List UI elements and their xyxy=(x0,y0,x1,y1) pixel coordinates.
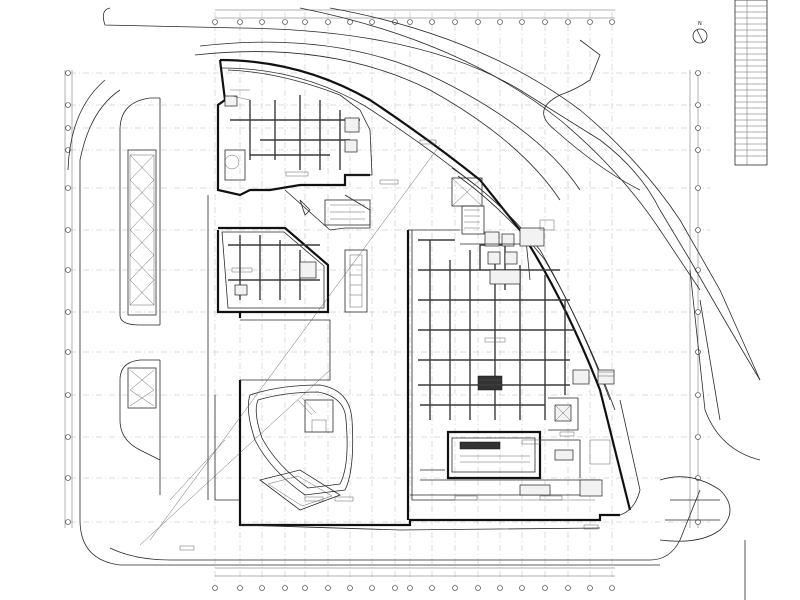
site-road xyxy=(67,7,761,600)
grid-bubbles-bottom xyxy=(212,585,615,591)
plant-room-east xyxy=(460,219,615,431)
stair-zone-center xyxy=(240,189,371,381)
fan-room-middle xyxy=(218,226,330,314)
north-label: N xyxy=(698,21,702,27)
main-hall xyxy=(406,177,485,520)
annotation-marks xyxy=(179,139,615,551)
service-strip-south xyxy=(410,430,611,501)
grid-bubbles-top xyxy=(212,19,615,25)
parking-ramp-south xyxy=(119,359,161,495)
building-outline xyxy=(207,58,641,531)
grid-lines xyxy=(70,12,710,588)
atrium xyxy=(247,384,354,511)
north-arrow-icon: N xyxy=(692,21,708,44)
dimension-chains xyxy=(64,9,699,577)
grid-bubbles-left xyxy=(65,70,71,525)
duct-grid xyxy=(418,239,575,420)
legend-bar xyxy=(734,0,768,166)
reference-lines xyxy=(139,144,441,546)
parking-ramp-north xyxy=(119,97,161,326)
ac-room-north xyxy=(224,69,373,181)
